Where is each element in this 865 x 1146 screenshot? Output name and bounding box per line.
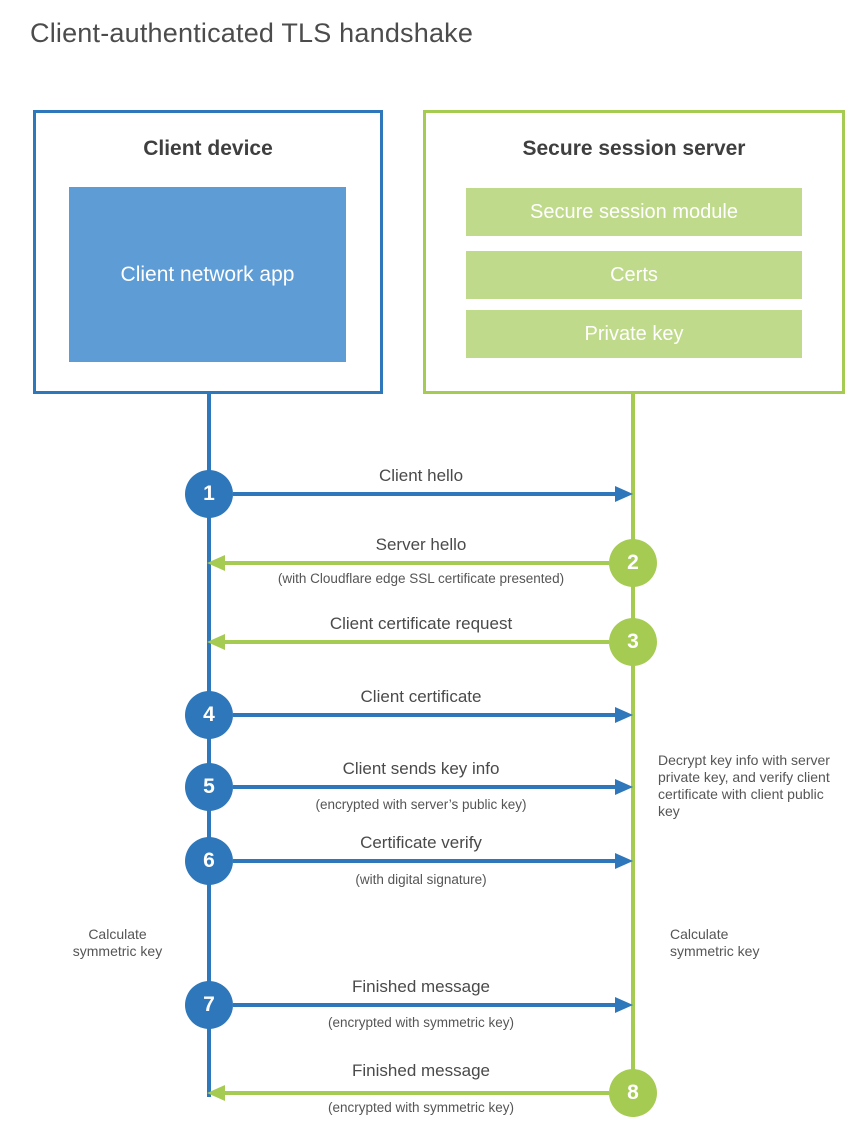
step-4-arrow — [233, 713, 616, 717]
client-lifeline — [207, 394, 211, 1097]
step-2-label: Server hello — [375, 535, 467, 554]
step-3-arrow — [225, 640, 609, 644]
step-4-label: Client certificate — [360, 687, 482, 706]
secure-session-server-heading: Secure session server — [522, 137, 746, 160]
step-6-badge: 6 — [185, 837, 233, 885]
client-network-app-box: Client network app — [69, 187, 346, 362]
server-private-key-bar: Private key — [466, 310, 802, 358]
step-6-arrow — [233, 859, 616, 863]
step-8-label: Finished message — [352, 1061, 490, 1080]
step-1-arrow — [233, 492, 616, 496]
step-2-sublabel: (with Cloudflare edge SSL certificate pr… — [277, 571, 565, 586]
step-5-badge: 5 — [185, 763, 233, 811]
step-6-sublabel: (with digital signature) — [355, 872, 487, 887]
step-1-label: Client hello — [378, 466, 464, 485]
step-8-badge: 8 — [609, 1069, 657, 1117]
server-certs-bar: Certs — [466, 251, 802, 299]
step-8-arrow — [225, 1091, 609, 1095]
step-2-badge: 2 — [609, 539, 657, 587]
step-3-badge: 3 — [609, 618, 657, 666]
calculate-symmetric-key-note-server: Calculate symmetric key — [670, 926, 760, 959]
step-8-arrowhead-icon — [207, 1085, 225, 1101]
step-4-arrowhead-icon — [615, 707, 633, 723]
step-7-arrowhead-icon — [615, 997, 633, 1013]
decrypt-key-note: Decrypt key info with server private key… — [658, 752, 830, 819]
client-network-app-label: Client network app — [120, 263, 295, 286]
calculate-symmetric-key-note-client: Calculate symmetric key — [72, 926, 163, 959]
server-lifeline — [631, 394, 635, 1093]
step-5-label: Client sends key info — [342, 759, 500, 778]
page-title: Client-authenticated TLS handshake — [30, 18, 474, 48]
client-device-box: Client device Client network app — [33, 110, 383, 394]
step-7-arrow — [233, 1003, 616, 1007]
step-2-arrowhead-icon — [207, 555, 225, 571]
step-7-sublabel: (encrypted with symmetric key) — [327, 1015, 515, 1030]
step-3-arrowhead-icon — [207, 634, 225, 650]
secure-session-server-box: Secure session server Secure session mod… — [423, 110, 845, 394]
step-5-sublabel: (encrypted with server’s public key) — [315, 797, 527, 812]
step-6-arrowhead-icon — [615, 853, 633, 869]
step-1-badge: 1 — [185, 470, 233, 518]
step-6-label: Certificate verify — [360, 833, 482, 852]
client-device-heading: Client device — [143, 137, 273, 160]
step-2-arrow — [225, 561, 609, 565]
step-1-arrowhead-icon — [615, 486, 633, 502]
step-7-label: Finished message — [352, 977, 490, 996]
step-5-arrow — [233, 785, 616, 789]
step-7-badge: 7 — [185, 981, 233, 1029]
step-8-sublabel: (encrypted with symmetric key) — [327, 1100, 515, 1115]
step-5-arrowhead-icon — [615, 779, 633, 795]
server-module-bar: Secure session module — [466, 188, 802, 236]
step-3-label: Client certificate request — [329, 614, 513, 633]
step-4-badge: 4 — [185, 691, 233, 739]
